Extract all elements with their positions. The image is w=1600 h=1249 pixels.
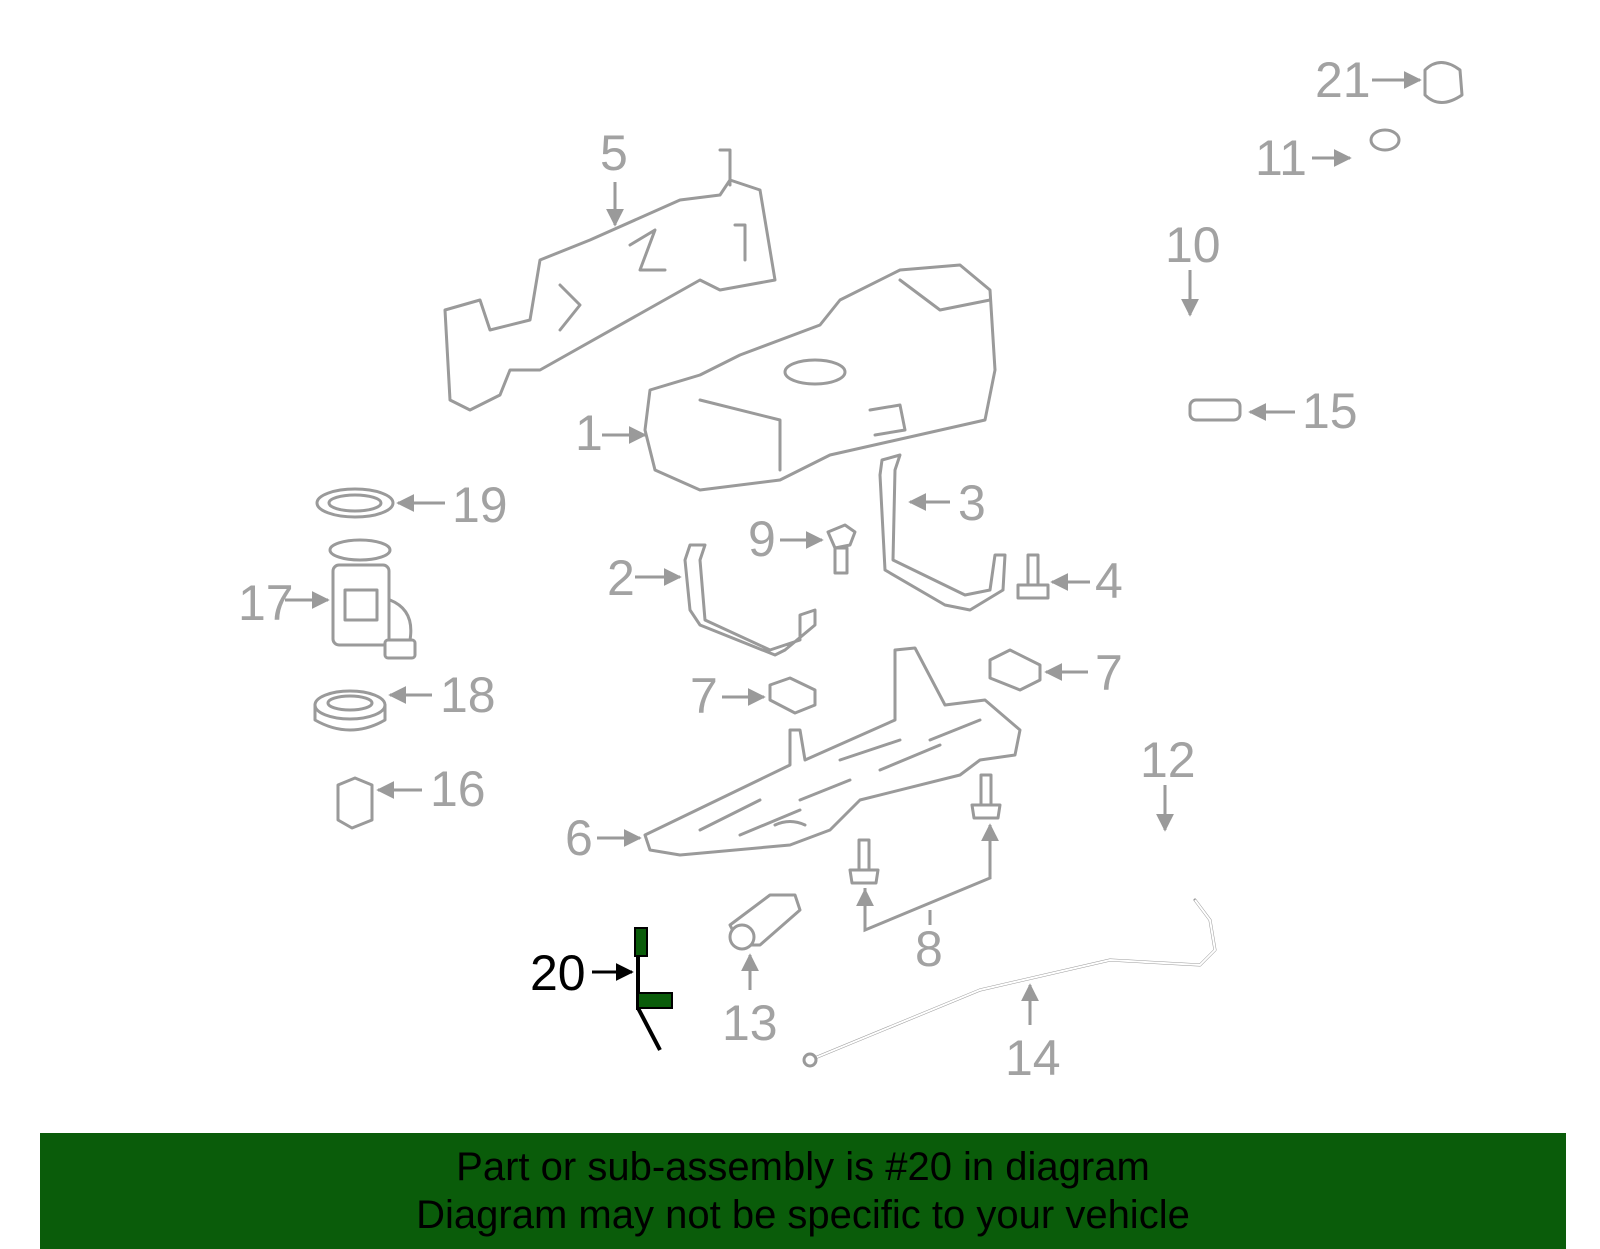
- callout-4: 4: [1095, 553, 1123, 609]
- parts-diagram: 5 1 10 11 21 15 19: [238, 52, 1464, 1086]
- info-banner: Part or sub-assembly is #20 in diagram D…: [40, 1133, 1566, 1249]
- filler-neck-part[interactable]: [1330, 128, 1401, 250]
- skid-plate-part[interactable]: [643, 646, 1022, 857]
- tank-strap-rear-part[interactable]: [878, 453, 1007, 612]
- callout-16: 16: [430, 761, 486, 817]
- filler-pipe-part[interactable]: [1031, 271, 1324, 429]
- callout-10: 10: [1165, 217, 1221, 273]
- callout-17: 17: [238, 575, 294, 631]
- vent-hose-part[interactable]: [1188, 398, 1242, 422]
- callout-6: 6: [565, 810, 593, 866]
- heat-shield-part[interactable]: [443, 148, 777, 412]
- fuel-tank-part[interactable]: [643, 263, 997, 492]
- callout-11: 11: [1255, 130, 1307, 186]
- callout-7a: 7: [690, 668, 718, 724]
- bolts-8-part[interactable]: [848, 773, 1002, 885]
- hose-12-part[interactable]: [1100, 830, 1181, 905]
- banner-line-1: Part or sub-assembly is #20 in diagram: [456, 1145, 1150, 1189]
- gasket-part[interactable]: [315, 487, 395, 519]
- callout-15: 15: [1302, 383, 1358, 439]
- bolt-4-part[interactable]: [1016, 553, 1050, 600]
- fitting-13-part[interactable]: [728, 893, 802, 951]
- callout-20: 20: [530, 945, 586, 1001]
- callout-7b: 7: [1095, 645, 1123, 701]
- callout-19: 19: [452, 477, 508, 533]
- lock-ring-part[interactable]: [313, 689, 387, 732]
- fuel-cap-part[interactable]: [1423, 61, 1464, 104]
- insulator-right-part[interactable]: [988, 648, 1042, 692]
- insulator-left-part[interactable]: [768, 676, 817, 715]
- bracket-20-part[interactable]: [634, 927, 673, 1051]
- bolt-9-part[interactable]: [826, 523, 857, 575]
- callout-2: 2: [607, 550, 635, 606]
- callout-9: 9: [748, 511, 776, 567]
- callout-1: 1: [575, 405, 603, 461]
- callout-5: 5: [600, 125, 628, 181]
- callout-13: 13: [722, 995, 778, 1051]
- banner-line-2: Diagram may not be specific to your vehi…: [416, 1193, 1190, 1237]
- callout-12: 12: [1140, 732, 1196, 788]
- callout-3: 3: [958, 475, 986, 531]
- callout-8: 8: [915, 921, 943, 977]
- fuel-line-14-part[interactable]: [802, 898, 1217, 1068]
- callout-14: 14: [1005, 1030, 1061, 1086]
- callout-18: 18: [440, 667, 496, 723]
- callout-21: 21: [1315, 52, 1371, 108]
- leader-8-bracket: [863, 825, 992, 933]
- connector-part[interactable]: [336, 776, 374, 830]
- tank-strap-front-part[interactable]: [683, 543, 817, 657]
- fuel-pump-part[interactable]: [328, 538, 417, 660]
